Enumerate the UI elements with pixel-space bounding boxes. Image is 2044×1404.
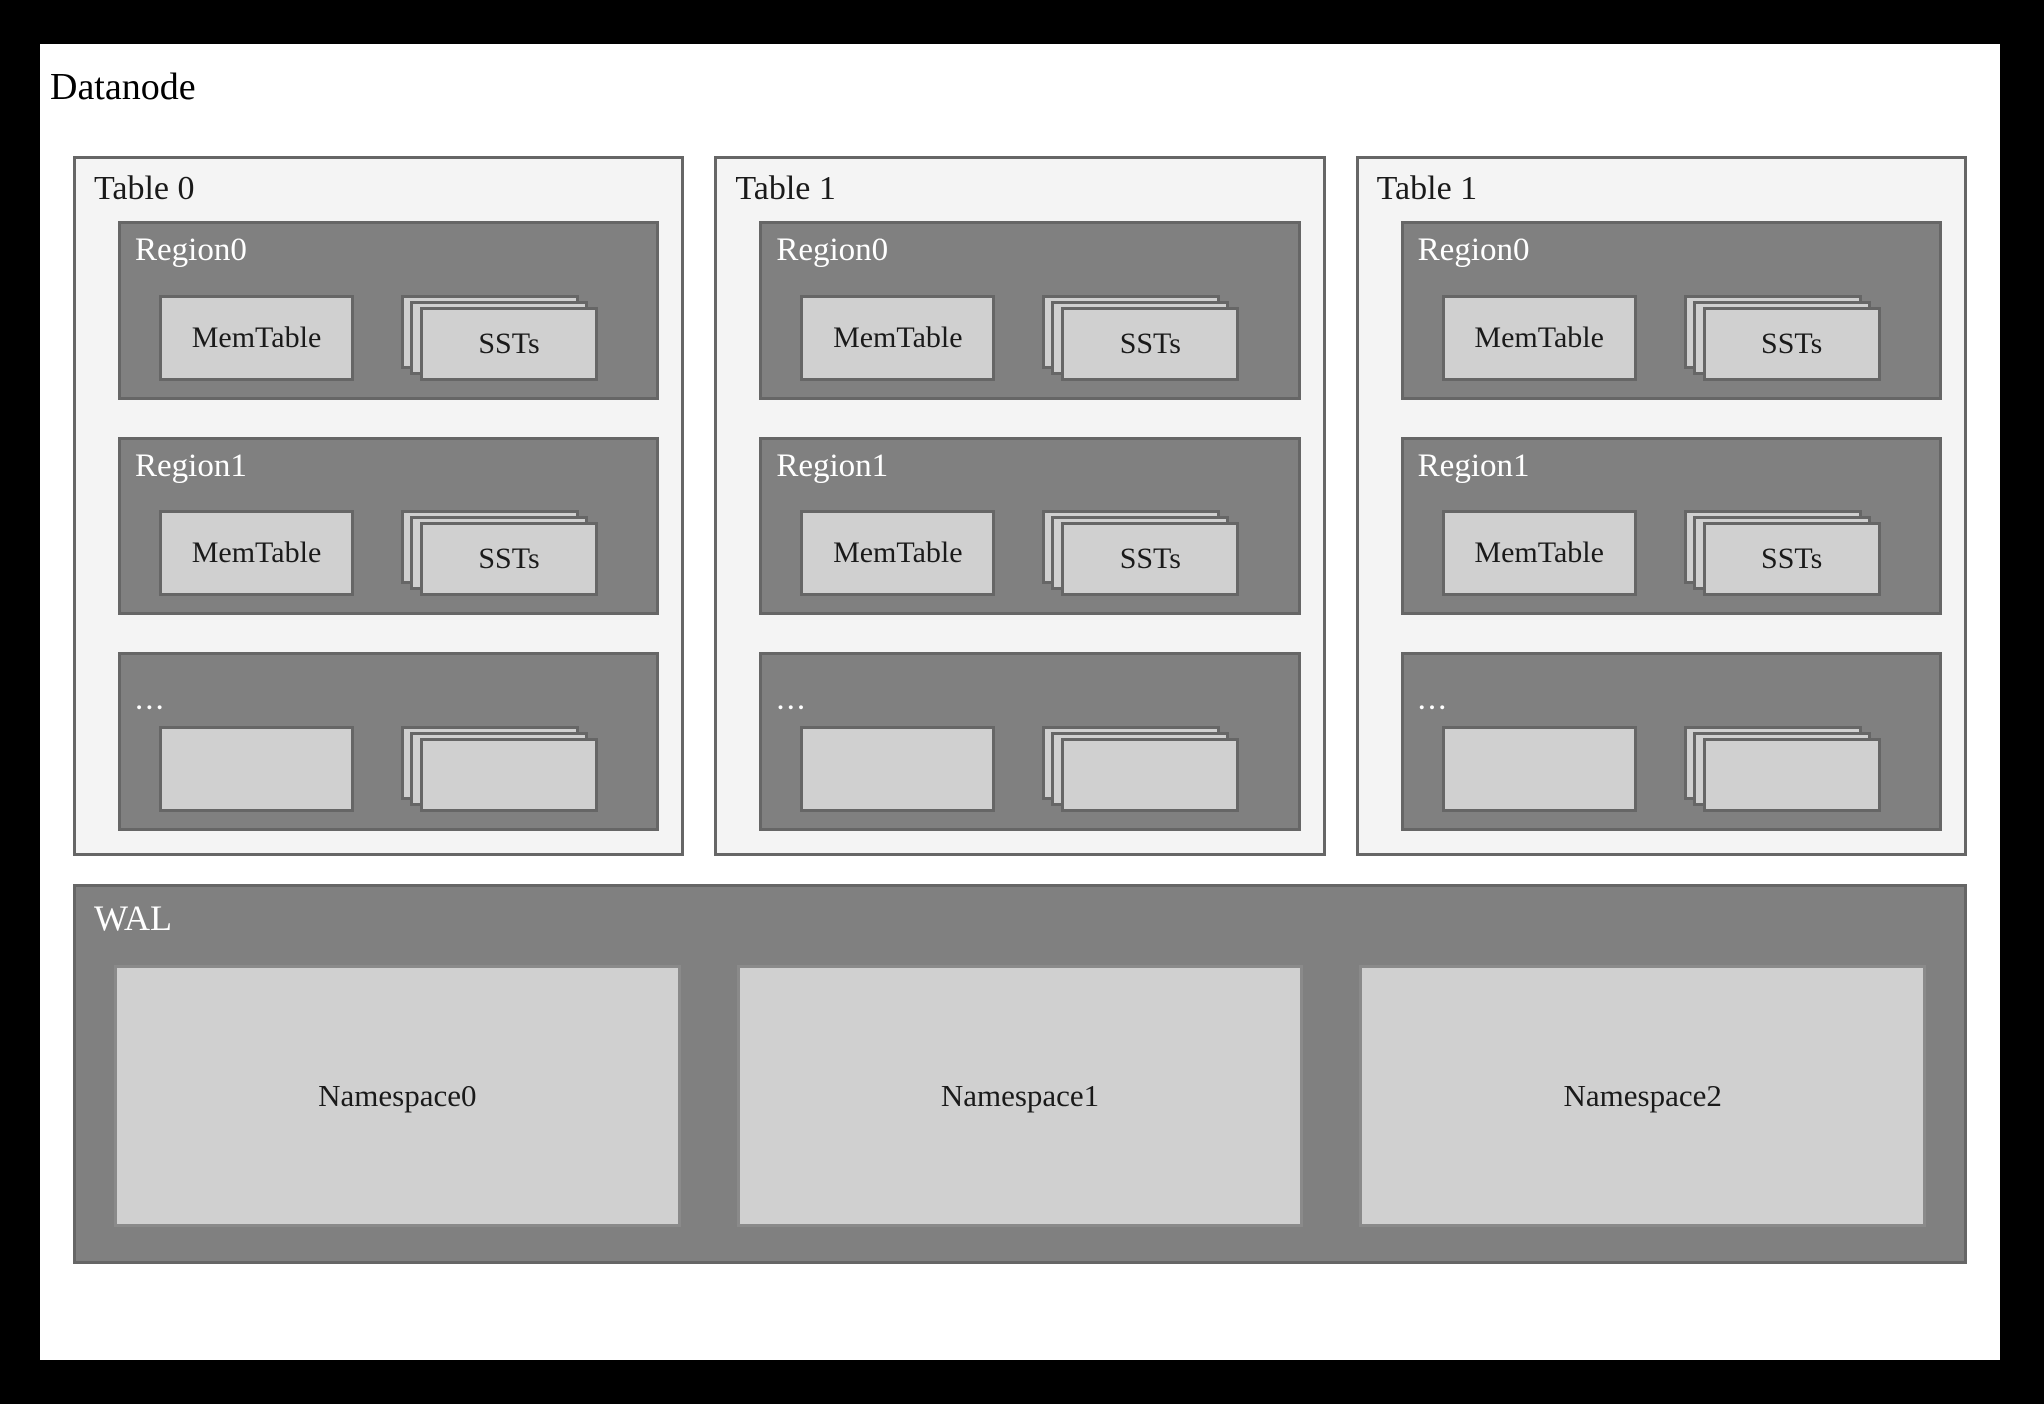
table-panel-0[interactable]: Table 0 Region0 MemTable SSTs bbox=[73, 156, 685, 856]
wal-panel[interactable]: WAL Namespace0 Namespace1 Namespace2 bbox=[73, 884, 1967, 1264]
diagram-canvas: Datanode Table 0 Region0 MemTable bbox=[40, 44, 2000, 1360]
memtable-box: MemTable bbox=[159, 294, 354, 381]
memtable-slot[interactable]: MemTable bbox=[800, 510, 996, 597]
wal-namespaces-row: Namespace0 Namespace1 Namespace2 bbox=[114, 965, 1927, 1227]
memtable-slot[interactable]: MemTable bbox=[1441, 510, 1637, 597]
memtable-slot[interactable]: MemTable bbox=[1441, 294, 1637, 381]
region-box-ellipsis[interactable]: ... bbox=[118, 652, 660, 832]
memtable-box bbox=[800, 726, 996, 813]
region-box[interactable]: Region1 MemTable SSTs bbox=[118, 436, 660, 616]
table-panel-1[interactable]: Table 1 Region0 MemTable SSTs bbox=[714, 156, 1326, 856]
region-body: MemTable SSTs bbox=[762, 294, 1297, 381]
region-body: MemTable SSTs bbox=[762, 510, 1297, 597]
tables-row: Table 0 Region0 MemTable SSTs bbox=[73, 156, 1967, 856]
ssts-stack[interactable]: SSTs bbox=[1042, 510, 1242, 597]
region-label: Region1 bbox=[776, 447, 889, 484]
region-ellipsis-label: ... bbox=[135, 681, 166, 718]
namespace-box-2[interactable]: Namespace2 bbox=[1359, 965, 1927, 1227]
region-body bbox=[1404, 726, 1939, 813]
region-body: MemTable SSTs bbox=[1404, 510, 1939, 597]
table-label: Table 1 bbox=[735, 170, 836, 207]
regions-stack: Region0 MemTable SSTs bbox=[118, 221, 660, 832]
sst-sheet-front: SSTs bbox=[1702, 306, 1881, 381]
region-body bbox=[121, 726, 656, 813]
regions-stack: Region0 MemTable SSTs bbox=[1400, 221, 1942, 832]
ssts-stack[interactable]: SSTs bbox=[1042, 294, 1242, 381]
sst-sheet-front bbox=[1061, 738, 1240, 813]
table-label: Table 0 bbox=[94, 170, 195, 207]
wal-label: WAL bbox=[94, 898, 172, 938]
region-box[interactable]: Region0 MemTable SSTs bbox=[1400, 221, 1942, 400]
region-ellipsis-label: ... bbox=[776, 681, 808, 718]
region-box[interactable]: Region1 MemTable SSTs bbox=[759, 436, 1301, 616]
ssts-stack[interactable] bbox=[1683, 726, 1884, 813]
region-ellipsis-label: ... bbox=[1417, 681, 1449, 718]
region-body: MemTable SSTs bbox=[121, 510, 656, 597]
memtable-box bbox=[1441, 726, 1637, 813]
memtable-box: MemTable bbox=[1441, 510, 1637, 597]
ssts-stack[interactable]: SSTs bbox=[401, 294, 601, 381]
region-body bbox=[762, 726, 1297, 813]
namespace-box-1[interactable]: Namespace1 bbox=[736, 965, 1304, 1227]
ssts-stack[interactable]: SSTs bbox=[401, 510, 601, 597]
region-box[interactable]: Region1 MemTable SSTs bbox=[1400, 436, 1942, 616]
region-label: Region0 bbox=[135, 232, 247, 268]
region-body: MemTable SSTs bbox=[1404, 294, 1939, 381]
memtable-slot[interactable]: MemTable bbox=[159, 510, 354, 597]
memtable-slot[interactable]: MemTable bbox=[800, 294, 996, 381]
sst-sheet-front: SSTs bbox=[1061, 306, 1240, 381]
memtable-slot[interactable] bbox=[1441, 726, 1637, 813]
memtable-slot[interactable] bbox=[800, 726, 996, 813]
namespace-box-0[interactable]: Namespace0 bbox=[114, 965, 681, 1227]
memtable-slot[interactable] bbox=[159, 726, 354, 813]
memtable-slot[interactable]: MemTable bbox=[159, 294, 354, 381]
table-label: Table 1 bbox=[1376, 170, 1478, 207]
ssts-stack[interactable]: SSTs bbox=[1683, 510, 1884, 597]
region-label: Region0 bbox=[776, 232, 889, 268]
region-body: MemTable SSTs bbox=[121, 294, 656, 381]
sst-sheet-front bbox=[1702, 738, 1881, 813]
region-label: Region1 bbox=[1417, 447, 1530, 484]
region-box[interactable]: Region0 MemTable SSTs bbox=[118, 221, 660, 400]
ssts-stack[interactable] bbox=[401, 726, 601, 813]
region-label: Region1 bbox=[135, 447, 247, 484]
table-panel-2[interactable]: Table 1 Region0 MemTable SSTs bbox=[1355, 156, 1967, 856]
ssts-stack[interactable] bbox=[1042, 726, 1242, 813]
sst-sheet-front: SSTs bbox=[1061, 522, 1240, 597]
sst-sheet-front: SSTs bbox=[420, 306, 598, 381]
sst-sheet-front: SSTs bbox=[1702, 522, 1881, 597]
page-title: Datanode bbox=[50, 66, 196, 108]
sst-sheet-front: SSTs bbox=[420, 522, 598, 597]
memtable-box: MemTable bbox=[159, 510, 354, 597]
memtable-box: MemTable bbox=[800, 294, 996, 381]
region-label: Region0 bbox=[1417, 232, 1530, 268]
region-box-ellipsis[interactable]: ... bbox=[1400, 652, 1942, 832]
region-box[interactable]: Region0 MemTable SSTs bbox=[759, 221, 1301, 400]
memtable-box bbox=[159, 726, 354, 813]
regions-stack: Region0 MemTable SSTs bbox=[759, 221, 1301, 832]
memtable-box: MemTable bbox=[1441, 294, 1637, 381]
region-box-ellipsis[interactable]: ... bbox=[759, 652, 1301, 832]
memtable-box: MemTable bbox=[800, 510, 996, 597]
sst-sheet-front bbox=[420, 738, 598, 813]
ssts-stack[interactable]: SSTs bbox=[1683, 294, 1884, 381]
